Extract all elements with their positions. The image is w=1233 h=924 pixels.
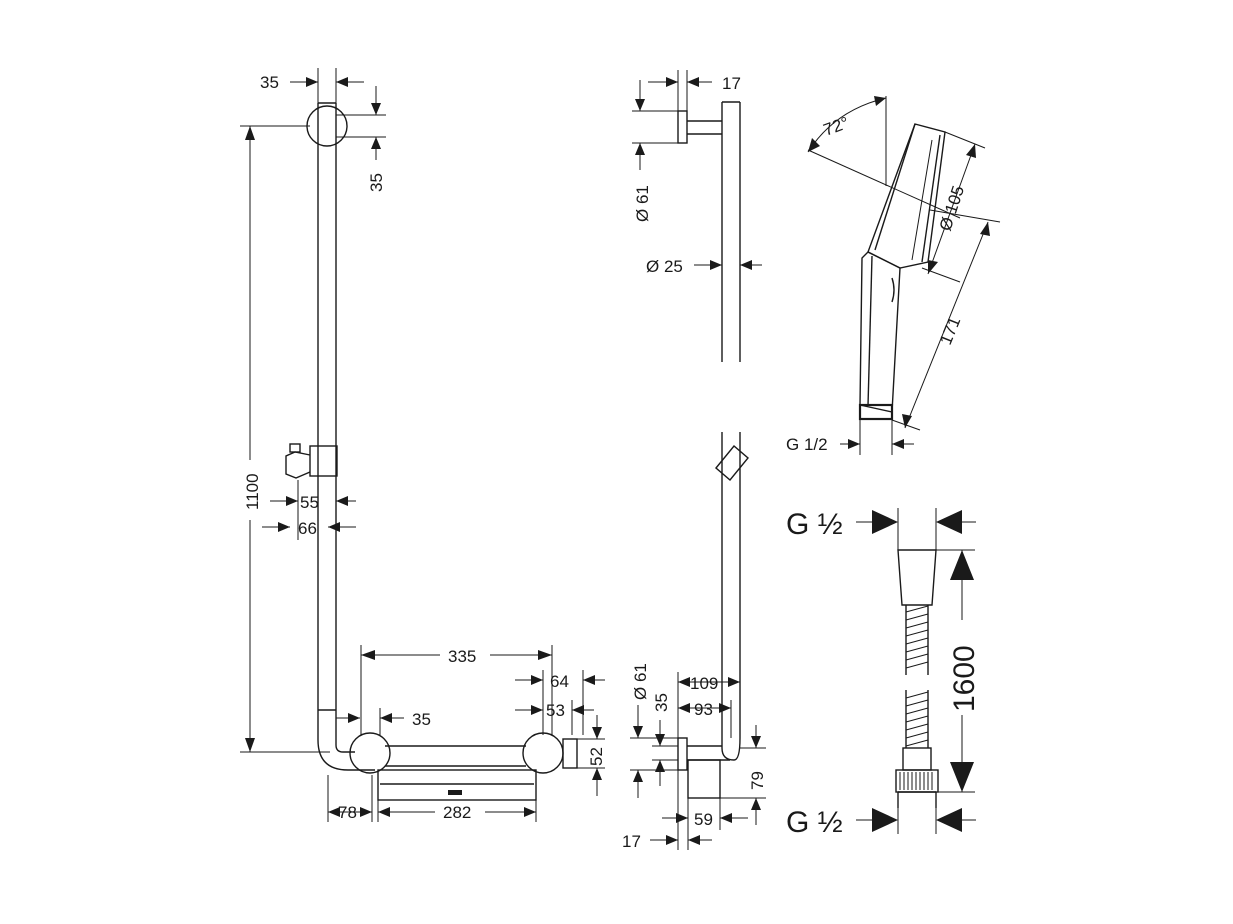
dim-side-79: 79: [748, 771, 767, 790]
shower-hose: G ½ 1600 G ½: [786, 508, 981, 839]
side-view: 17 Ø 61 Ø 25 Ø 61 35: [622, 70, 767, 851]
dim-side-35: 35: [652, 693, 671, 712]
dim-offset-64: 64: [550, 672, 569, 691]
dim-bar-left-offset: 35: [260, 73, 279, 92]
shower-holder: [309, 445, 338, 477]
front-view: 35 35 1100 55 66: [240, 68, 606, 822]
dim-side-dia-61-top: Ø 61: [633, 185, 652, 222]
shelf: [377, 769, 537, 801]
top-wall-mount: [306, 105, 348, 147]
dim-side-dia-61-bottom: Ø 61: [631, 663, 650, 700]
dim-horizontal-335: 335: [448, 647, 476, 666]
dim-offset-53: 53: [546, 701, 565, 720]
dim-shower-thread: G 1/2: [786, 435, 828, 454]
dim-side-93: 93: [694, 700, 713, 719]
dim-shower-angle: 72°: [821, 113, 852, 140]
dim-hose-length: 1600: [948, 645, 981, 712]
dim-hose-thread-top: G ½: [786, 508, 843, 541]
dim-side-dia-25: Ø 25: [646, 257, 683, 276]
dim-shelf-282: 282: [443, 803, 471, 822]
dim-shower-length-171: 171: [936, 314, 964, 347]
bottom-right-wall-mount: [522, 732, 564, 774]
dim-bar-top-offset: 35: [367, 173, 386, 192]
dim-bar-height: 1100: [243, 473, 262, 510]
dim-shower-dia-105: Ø 105: [936, 183, 968, 233]
dim-hose-thread-bottom: G ½: [786, 806, 843, 839]
dim-corner-78: 78: [338, 803, 357, 822]
dim-side-17-top: 17: [722, 74, 741, 93]
dim-holder-55: 55: [300, 493, 319, 512]
dim-side-17-bottom: 17: [622, 832, 641, 851]
dim-holder-66: 66: [298, 519, 317, 538]
dim-height-52: 52: [587, 747, 606, 766]
hand-shower: 72° Ø 105 171 G 1/2: [786, 96, 1001, 455]
dim-side-109: 109: [690, 674, 718, 693]
bottom-left-wall-mount: [349, 732, 391, 774]
side-slider: [715, 445, 749, 481]
dim-side-59: 59: [694, 810, 713, 829]
dim-offset-35: 35: [412, 710, 431, 729]
